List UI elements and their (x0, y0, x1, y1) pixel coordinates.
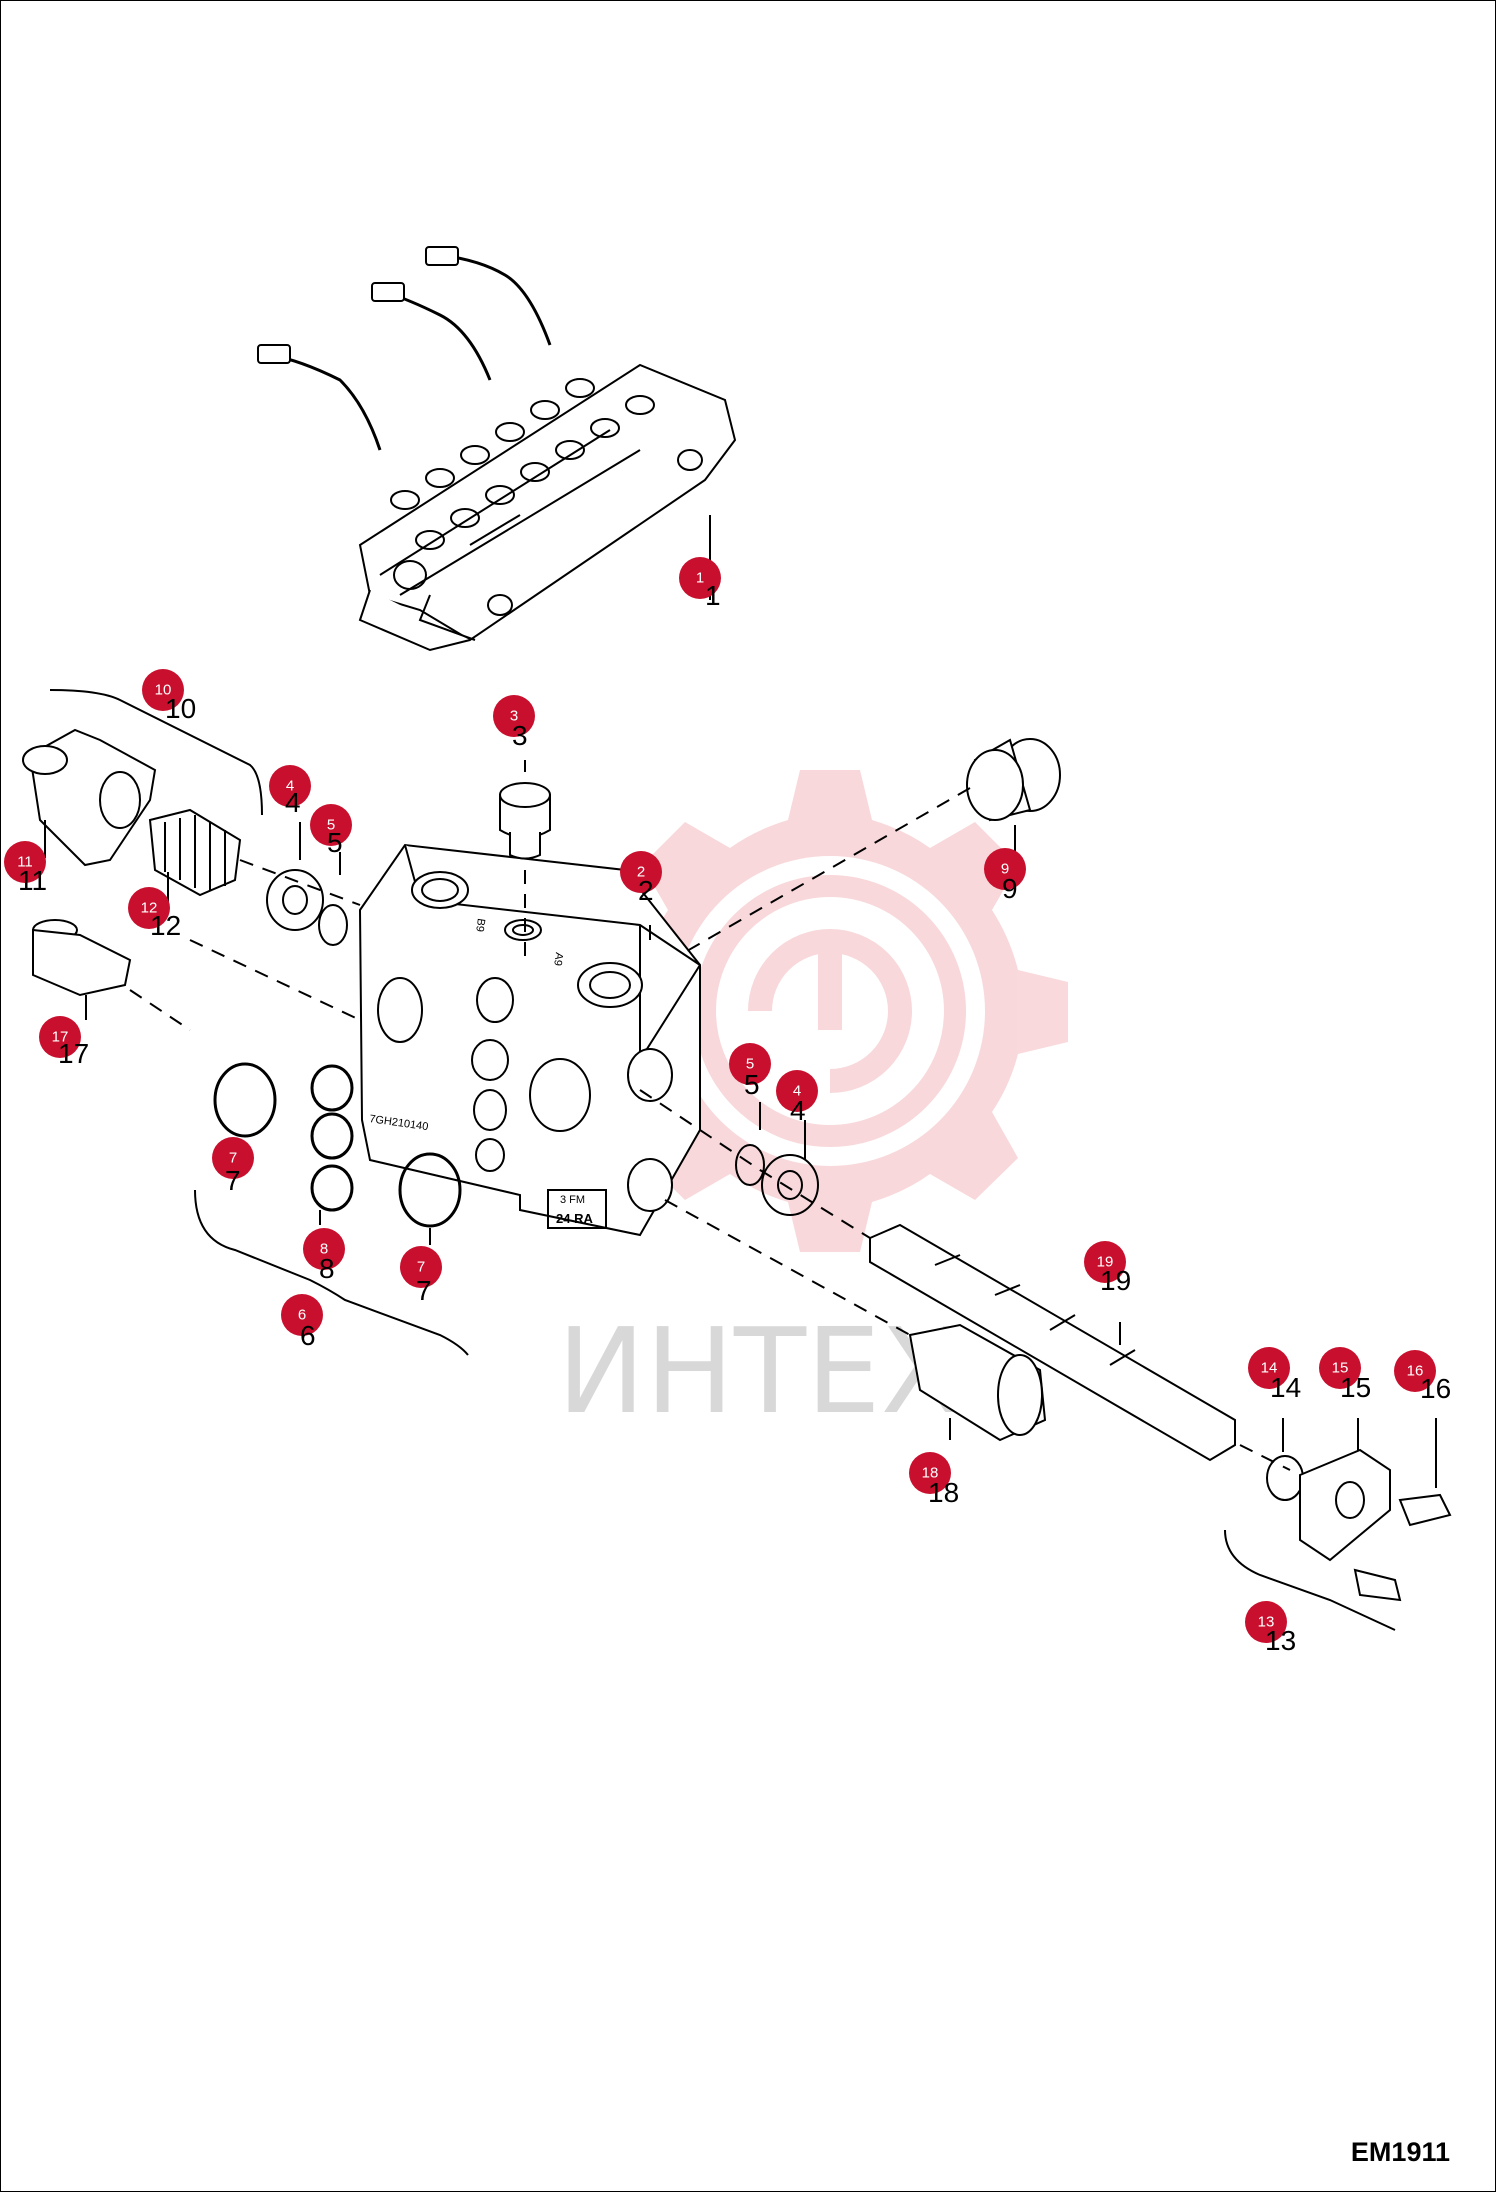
ref-number-13: 13 (1265, 1625, 1296, 1656)
callout-badge-7: 7 (212, 1137, 254, 1179)
callout-label: 7 (417, 1259, 425, 1276)
callout-label: 6 (298, 1307, 306, 1324)
ref-number-18: 18 (928, 1477, 959, 1508)
ref-number-7: 7 (225, 1165, 241, 1196)
callout-label: 11 (17, 854, 33, 871)
ref-number-1: 1 (705, 580, 721, 611)
callout-badge-15: 15 (1319, 1347, 1361, 1389)
callout-label: 8 (320, 1241, 328, 1258)
ref-number-16: 16 (1420, 1373, 1451, 1404)
callout-label: 10 (155, 682, 172, 699)
group-brackets (49, 689, 1396, 1631)
callout-badge-11: 11 (4, 841, 46, 883)
callout-badge-6: 6 (281, 1294, 323, 1336)
callout-label: 18 (922, 1465, 939, 1482)
solenoid-cover-11 (22, 728, 157, 867)
callout-badge-9: 9 (984, 848, 1026, 890)
valve-assembly (257, 246, 737, 652)
callout-label: 15 (1332, 1360, 1349, 1377)
callout-label: 7 (229, 1150, 237, 1167)
callout-badge-5: 5 (729, 1043, 771, 1085)
washers (266, 869, 819, 1216)
callout-badge-8: 8 (303, 1228, 345, 1270)
assembly-axes (129, 787, 1291, 1471)
watermark-text: ИНТЕХ (557, 1302, 961, 1440)
ref-number-7: 7 (416, 1275, 432, 1306)
cover-parts (1266, 1448, 1452, 1602)
ref-number-11: 11 (18, 865, 47, 896)
port-b-stamp: B9 (473, 918, 487, 933)
ref-number-5: 5 (327, 827, 343, 858)
callout-label: 14 (1261, 1360, 1278, 1377)
callout-badge-2: 2 (620, 851, 662, 893)
callout-label: 2 (637, 864, 645, 881)
callout-badge-18: 18 (909, 1452, 951, 1494)
callout-badge-14: 14 (1248, 1347, 1290, 1389)
callout-label: 1 (696, 570, 704, 587)
ref-number-15: 15 (1340, 1372, 1371, 1403)
callout-label: 3 (510, 708, 518, 725)
plug-3 (499, 782, 551, 860)
o-rings (213, 1062, 462, 1228)
spring-12 (148, 808, 242, 897)
callout-label: 19 (1097, 1254, 1114, 1271)
callout-label: 4 (286, 778, 294, 795)
ref-number-4: 4 (285, 787, 301, 818)
document-code: EM1911 (1350, 2137, 1450, 2167)
callout-label: 5 (746, 1056, 754, 1073)
plug-17 (32, 919, 132, 997)
ref-number-17: 17 (58, 1038, 89, 1069)
ref-number-12: 12 (150, 910, 181, 941)
callout-badge-16: 16 (1394, 1350, 1436, 1392)
fm-stamp: 3 FM (560, 1194, 585, 1206)
callout-label: 9 (1001, 861, 1009, 878)
watermark-gear (592, 770, 1068, 1252)
ref-number-5: 5 (744, 1069, 760, 1100)
callout-badge-10: 10 (142, 669, 184, 711)
cap-9 (966, 738, 1061, 822)
callout-badge-5: 5 (310, 804, 352, 846)
callout-badge-1: 1 (679, 557, 721, 599)
callout-badge-4: 4 (776, 1070, 818, 1112)
ref-number-3: 3 (512, 720, 528, 751)
ref-number-4: 4 (790, 1095, 806, 1126)
callout-badge-7: 7 (400, 1246, 442, 1288)
callout-badge-19: 19 (1084, 1241, 1126, 1283)
callout-label: 4 (793, 1083, 801, 1100)
ref-number-10: 10 (165, 693, 196, 724)
callout-label: 12 (141, 900, 158, 917)
callout-badge-13: 13 (1245, 1601, 1287, 1643)
callout-label: 17 (52, 1029, 69, 1046)
callout-badge-12: 12 (128, 887, 170, 929)
ref-number-8: 8 (319, 1253, 335, 1284)
ref-number-6: 6 (300, 1320, 316, 1351)
callout-badge-4: 4 (269, 765, 311, 807)
callout-label: 16 (1407, 1363, 1424, 1380)
valve-section-body (358, 843, 701, 1237)
ra-stamp: 24 RA (556, 1211, 593, 1226)
callout-badge-3: 3 (493, 695, 535, 737)
port-a-stamp: A9 (551, 952, 565, 967)
ref-number-2: 2 (638, 875, 654, 906)
ref-number-14: 14 (1270, 1372, 1301, 1403)
callout-badge-17: 17 (39, 1016, 81, 1058)
ref-number-9: 9 (1002, 873, 1018, 904)
ref-number-19: 19 (1100, 1265, 1131, 1296)
relief-valve-18 (908, 1323, 1047, 1442)
callout-label: 5 (327, 817, 335, 834)
spool-19 (869, 1223, 1236, 1462)
callout-label: 13 (1258, 1614, 1275, 1631)
